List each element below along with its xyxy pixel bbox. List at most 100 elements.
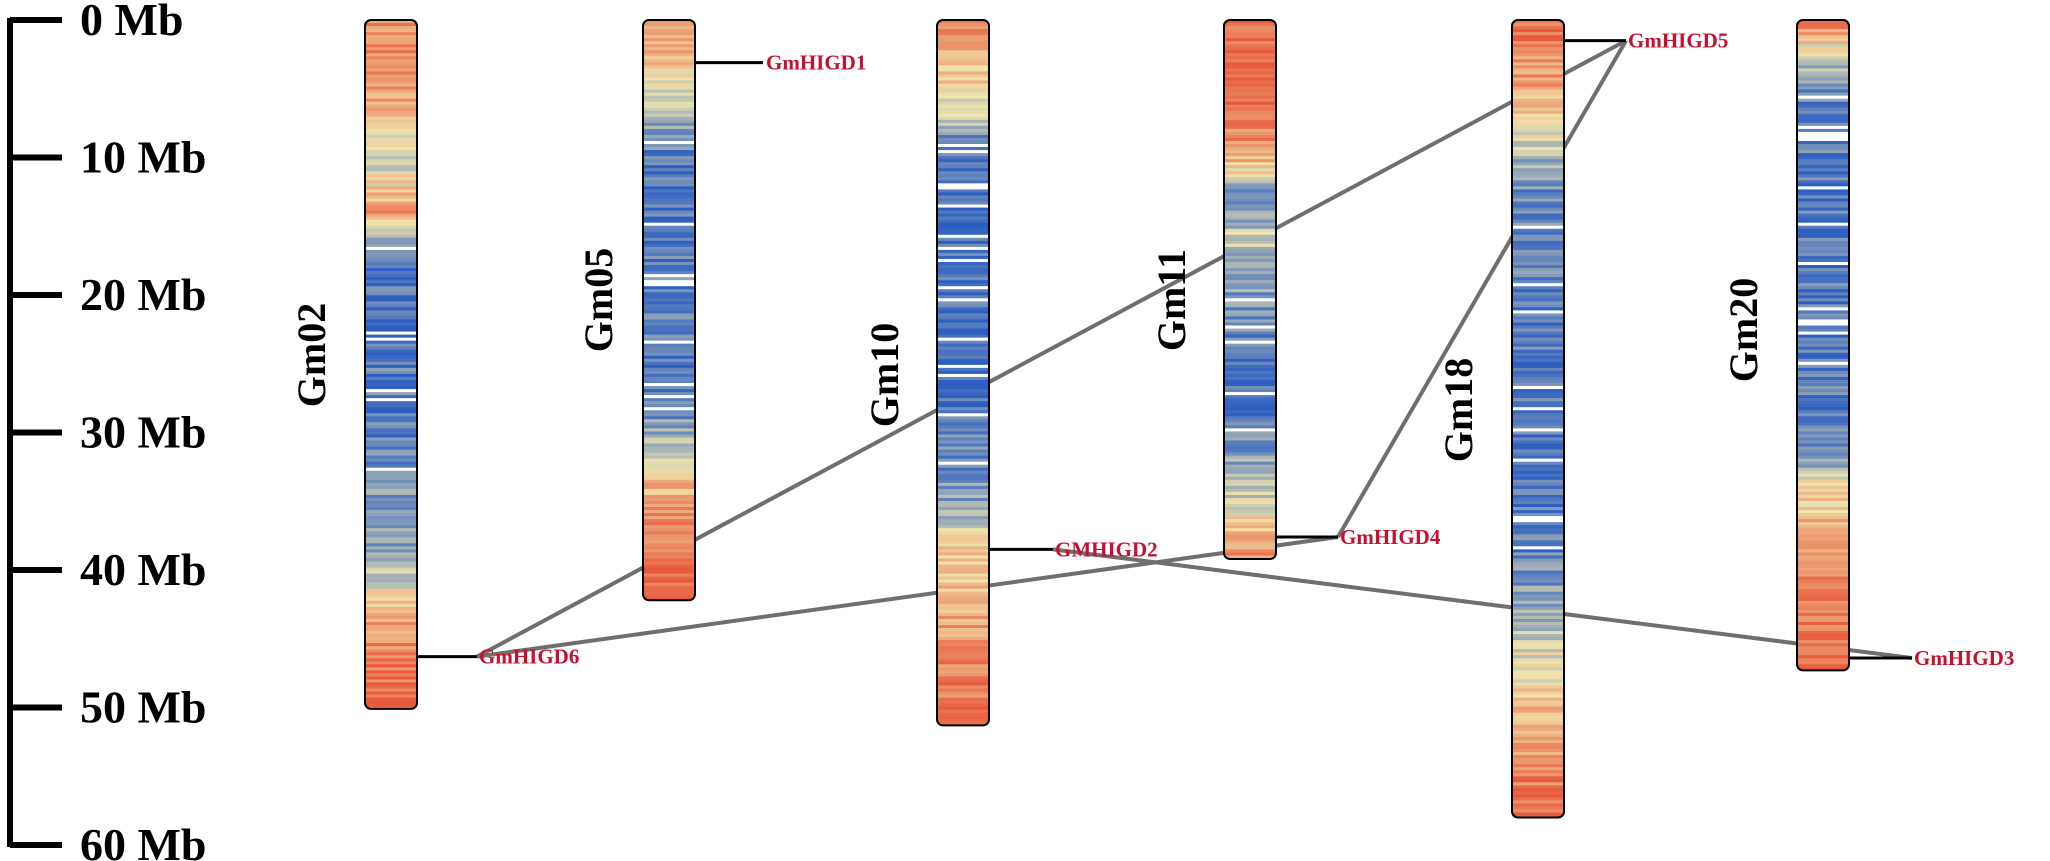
chromosome-band: [365, 286, 417, 290]
chromosome-band: [365, 310, 417, 315]
chromosome-band: [1797, 652, 1849, 656]
chromosome-band: [365, 343, 417, 348]
chromosome-band: [643, 101, 695, 106]
chromosome-band: [1797, 98, 1849, 103]
chromosome-band: [1224, 110, 1276, 115]
chromosome-band: [365, 92, 417, 97]
chromosome-band: [1512, 473, 1564, 478]
chromosome-band: [937, 579, 989, 584]
chromosome-band: [643, 177, 695, 181]
chromosome-band: [1224, 386, 1276, 390]
chromosome-band: [1512, 649, 1564, 653]
chromosome-band: [365, 582, 417, 587]
chromosome-band: [643, 286, 695, 290]
chromosome-band: [937, 195, 989, 200]
chromosome-band: [1224, 373, 1276, 378]
chromosome-band: [1512, 334, 1564, 339]
chromosome-band: [365, 71, 417, 76]
chromosome-band: [1512, 422, 1564, 426]
chromosome-band: [1512, 691, 1564, 696]
chromosome-band: [1797, 585, 1849, 590]
chromosome-band: [1797, 597, 1849, 602]
chromosome-band: [1512, 443, 1564, 448]
chromosome-band: [937, 537, 989, 541]
chromosome-band: [937, 500, 989, 505]
chromosome-band: [937, 29, 989, 33]
chromosome-band: [365, 198, 417, 203]
chromosome-band: [643, 404, 695, 408]
chromosome-band: [1512, 785, 1564, 789]
chromosome-band: [1224, 141, 1276, 145]
chromosome-band: [1224, 162, 1276, 166]
chromosome-band: [937, 549, 989, 553]
chromosome-band: [1512, 95, 1564, 100]
chromosome-band: [1224, 443, 1276, 448]
chromosome-band: [1224, 23, 1276, 27]
chromosome-band: [1512, 189, 1564, 194]
chromosome-band: [365, 116, 417, 121]
chromosome-band: [1797, 122, 1849, 127]
chromosome-band: [1512, 543, 1564, 547]
chromosome-band: [1797, 322, 1849, 327]
chromosome-band: [365, 307, 417, 311]
chromosome-band: [1512, 606, 1564, 611]
chromosome-band: [1797, 280, 1849, 284]
chromosome-band: [937, 116, 989, 121]
gene-markers: GmHIGD1GMHIGD2GmHIGD3GmHIGD4GmHIGD5GmHIG…: [417, 29, 2014, 670]
chromosome-band: [1797, 600, 1849, 605]
chromosome-band: [365, 576, 417, 581]
chromosome-band: [1224, 210, 1276, 215]
chromosome-band: [1512, 552, 1564, 557]
chromosome-band: [1797, 615, 1849, 620]
chromosome-band: [1224, 41, 1276, 45]
chromosome-band: [1797, 186, 1849, 190]
chromosome-band: [1512, 80, 1564, 85]
chromosome-band: [937, 543, 989, 547]
chromosome-band: [365, 621, 417, 626]
chromosome-band: [365, 367, 417, 372]
chromosome-band: [937, 310, 989, 315]
chromosome-band: [1512, 283, 1564, 287]
chromosome-band: [937, 625, 989, 629]
chromosome-band: [1512, 92, 1564, 97]
chromosome-band: [1512, 107, 1564, 112]
chromosome-band: [365, 201, 417, 206]
chromosome-band: [365, 195, 417, 200]
chromosome-band: [937, 204, 989, 209]
chromosome-band: [1512, 561, 1564, 566]
chromosome-band: [1512, 516, 1564, 520]
chromosome-band: [1512, 168, 1564, 172]
chromosome-band: [1224, 20, 1276, 24]
chromosome-band: [937, 201, 989, 206]
chromosome-band: [937, 658, 989, 662]
chromosome-band: [937, 443, 989, 448]
chromosome-band: [643, 395, 695, 399]
chromosome-band: [937, 26, 989, 30]
chromosome-band: [1512, 29, 1564, 33]
chromosome-band: [1512, 746, 1564, 750]
chromosome-band: [1512, 455, 1564, 460]
chromosome-band: [1797, 470, 1849, 475]
chromosome-band: [643, 92, 695, 97]
chromosome-band: [1512, 292, 1564, 296]
chromosome-band: [643, 449, 695, 454]
chromosome-band: [1512, 634, 1564, 638]
chromosome-band: [643, 416, 695, 420]
chromosome-band: [365, 434, 417, 439]
scale-tick-label: 60 Mb: [80, 819, 207, 861]
chromosome-band: [643, 255, 695, 260]
chromosome-band: [643, 434, 695, 439]
chromosome-band: [365, 443, 417, 448]
chromosome-band: [365, 59, 417, 63]
chromosome-band: [1512, 289, 1564, 293]
chromosome-band: [937, 637, 989, 641]
chromosome-band: [937, 425, 989, 429]
chromosome-band: [1224, 125, 1276, 130]
chromosome-band: [365, 528, 417, 532]
chromosome-band: [1512, 588, 1564, 593]
chromosome-band: [643, 413, 695, 417]
chromosome-band: [1512, 20, 1564, 24]
chromosome-band: [937, 440, 989, 445]
chromosome-band: [1797, 213, 1849, 218]
chromosome-band: [1224, 243, 1276, 248]
